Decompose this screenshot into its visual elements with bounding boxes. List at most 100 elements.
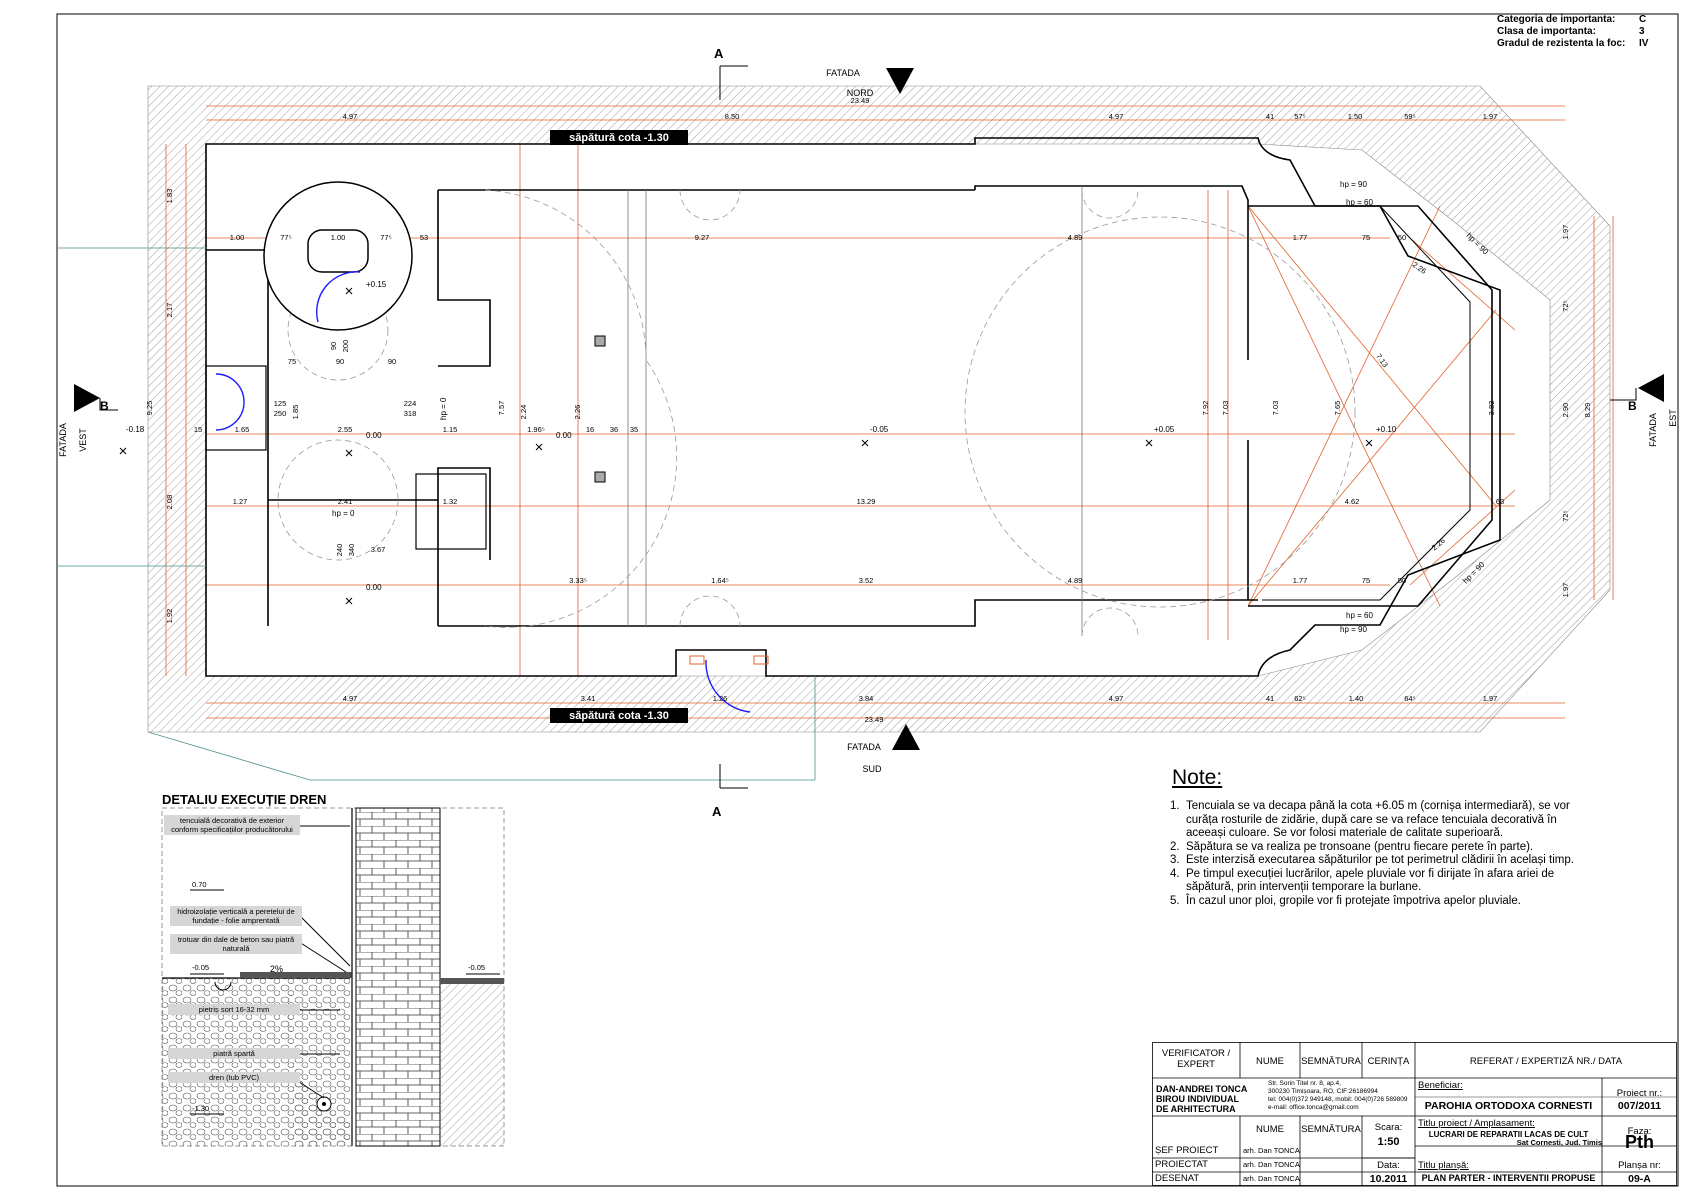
section-marker-b-west: B: [74, 384, 118, 413]
dim-label: 7.03: [1271, 401, 1280, 416]
dims-inner: 1.00 77⁵ 1.00 77⁵ 53 9.27 4.89 1.77 75 5…: [194, 233, 1504, 585]
excavation-label-south: săpătură cota -1.30: [569, 710, 669, 722]
level-label: -0.18: [126, 425, 145, 434]
dim-label: 1.00: [331, 233, 346, 242]
column: [594, 335, 606, 347]
dim-label: 72⁵: [1561, 510, 1570, 521]
dim-label: 75: [1362, 233, 1370, 242]
tb-verificator: VERIFICATOR / EXPERT: [1161, 1048, 1231, 1070]
level-label: +0.10: [1376, 425, 1397, 434]
level-symbols: [119, 287, 1373, 605]
facade-north-label-2: NORD: [847, 88, 874, 98]
bell-tower: [263, 181, 413, 331]
tb-address-3: tel: 004(0)372 949148, mobil: 004(0)726 …: [1268, 1096, 1408, 1103]
detail-label-sidewalk: trotuar din dale de beton sau piatră nat…: [170, 934, 302, 954]
dim-label: 3.83: [1487, 401, 1496, 416]
level-label: +0.15: [366, 280, 387, 289]
tb-scale: 1:50: [1377, 1136, 1400, 1148]
dim-overall-top: 23.49: [851, 96, 870, 105]
hp-label: hp = 90: [1340, 180, 1367, 189]
section-b-label: B: [100, 399, 109, 413]
door-frame: [689, 655, 705, 665]
tb-firm-1: DAN-ANDREI TONCA: [1156, 1084, 1248, 1094]
hp-label: hp = 90: [1340, 625, 1367, 634]
dim-label: 3.84: [859, 694, 874, 703]
dim-label: 2.24: [519, 405, 528, 420]
column: [594, 471, 606, 483]
dim-label: 4.97: [1109, 112, 1124, 121]
tb-beneficiary: PAROHIA ORTODOXA CORNESTI: [1424, 1100, 1593, 1112]
tb-name-header-2: NUME: [1256, 1124, 1284, 1135]
dim-label: 250: [274, 409, 287, 418]
dim-label: 3.52: [859, 576, 874, 585]
note-item: 2. Săpătura se va realiza pe tronsoane (p…: [1170, 841, 1590, 855]
excavation-bar-north: [550, 130, 688, 145]
dim-label: 1.92: [165, 609, 174, 624]
dimension-lines: [165, 105, 1614, 719]
dim-label: 77⁵: [280, 233, 291, 242]
dim-label: 1.15: [443, 425, 458, 434]
section-marker-a-top: A: [714, 46, 748, 100]
tb-architect-2: arh. Dan TONCA: [1243, 1160, 1300, 1169]
tb-sheet-title-label: Titlu planșă:: [1418, 1160, 1469, 1171]
level-label: 0.00: [556, 431, 572, 440]
dim-label: 2.26: [573, 405, 582, 420]
tb-requirement-header: CERINȚA: [1367, 1056, 1410, 1067]
dim-label: 224: [404, 399, 417, 408]
dim-label: 72⁵: [1561, 300, 1570, 311]
dim-label: 3.67: [371, 545, 386, 554]
dim-label: 7.92: [1201, 401, 1210, 416]
note-text: În cazul unor ploi, gropile vor fi prote…: [1186, 894, 1521, 907]
dim-label: 13.29: [857, 497, 876, 506]
tb-address-1: Str. Sorin Titel nr. 8, ap.4,: [1268, 1080, 1341, 1087]
facade-west-label: FATADA: [58, 423, 68, 457]
facade-east-label-2: EST: [1668, 409, 1678, 427]
south-door-swing: [705, 659, 751, 713]
dim-label: 35: [630, 425, 638, 434]
dim-label: 1.97: [1561, 583, 1570, 598]
excavation-bar-south: [550, 708, 688, 723]
dim-label: 1.97: [1483, 694, 1498, 703]
facade-south-label-2: SUD: [862, 764, 882, 774]
dim-label: 16: [586, 425, 594, 434]
hp-label: hp = 60: [1346, 611, 1373, 620]
section-b-label: B: [1628, 399, 1637, 413]
dim-label: 59⁵: [1404, 112, 1415, 121]
dim-label: 75: [1362, 576, 1370, 585]
dim-label: 9.27: [695, 233, 710, 242]
level-label: 0.00: [366, 431, 382, 440]
tb-date-label: Data:: [1377, 1160, 1400, 1171]
dim-label: 90: [329, 342, 338, 350]
hp-label: hp = 0: [332, 509, 355, 518]
detail-level: -0.05: [468, 963, 485, 972]
dim-label: 53: [420, 233, 428, 242]
dim-label: 2.41: [338, 497, 353, 506]
detail-title: DETALIU EXECUȚIE DREN: [162, 792, 327, 807]
note-text: Pe timpul execuției lucrărilor, apele pl…: [1186, 867, 1555, 894]
tb-name-header: NUME: [1256, 1056, 1284, 1067]
note-number: 2.: [1170, 840, 1180, 853]
west-door-swing: [215, 373, 245, 431]
dim-label: 1.26: [713, 694, 728, 703]
tb-project-label: Proiect nr.:: [1616, 1088, 1663, 1099]
dim-label: 1.27: [233, 497, 248, 506]
facade-north-label: FATADA: [826, 68, 860, 78]
slope-label: 2%: [270, 964, 283, 974]
tb-project-title-label: Titlu proiect / Amplasament:: [1418, 1118, 1535, 1129]
level-label: -0.05: [870, 425, 889, 434]
dim-label: 1.83: [165, 189, 174, 204]
level-label: 0.00: [366, 583, 382, 592]
tb-project-title-2: Sat Cornesti, Jud. Timis: [1516, 1138, 1602, 1147]
detail-label-crushed-stone: piatră spartă: [168, 1048, 300, 1059]
dim-label: 1.64⁵: [711, 576, 729, 585]
detail-label-drain-pipe: dren (tub PVC): [168, 1072, 300, 1083]
tb-report-header: REFERAT / EXPERTIZĂ NR./ DATA: [1469, 1056, 1623, 1067]
dim-label: 36: [610, 425, 618, 434]
hp-label: hp = 0: [439, 397, 448, 420]
door-swing: [315, 271, 361, 323]
note-text: Săpătura se va realiza pe tronsoane (pen…: [1186, 840, 1534, 853]
detail-label-gravel: pietriș sort 16-32 mm: [168, 1004, 300, 1015]
dim-label: 75: [288, 357, 296, 366]
tb-sheet-number: 09-A: [1628, 1173, 1651, 1185]
